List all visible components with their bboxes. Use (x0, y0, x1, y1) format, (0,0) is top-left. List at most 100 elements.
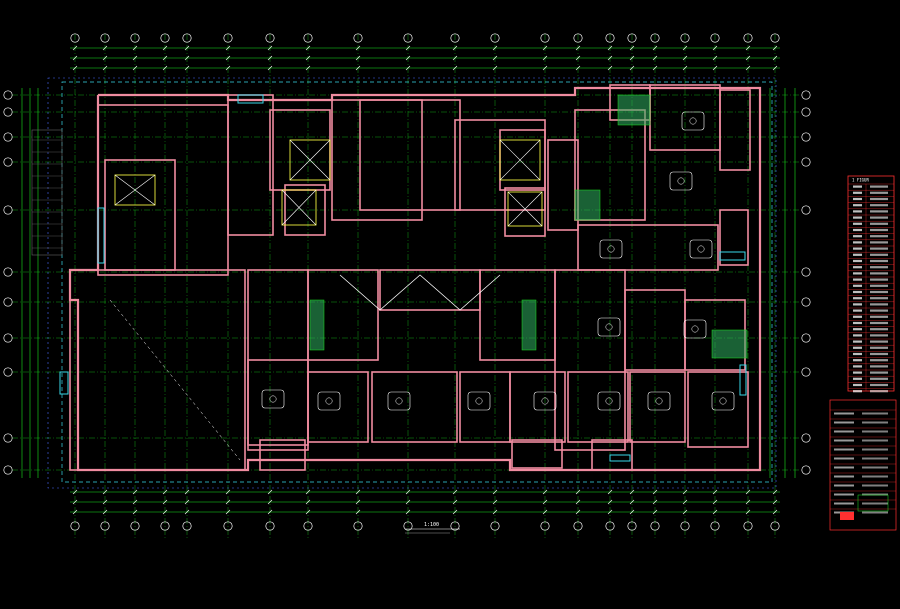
room-wall (284, 184, 326, 236)
legend-row-code (853, 259, 862, 263)
room-wall (687, 371, 749, 448)
fixture (683, 319, 707, 339)
dimension-tick (102, 509, 108, 515)
fixture-detail (607, 245, 615, 253)
dimension-tick (72, 45, 78, 51)
title-block-text (834, 412, 854, 415)
axis-bubble-bottom (540, 521, 550, 531)
dimension-tick (452, 45, 458, 51)
axis-bubble-top (573, 33, 583, 43)
dimension-tick (267, 509, 273, 515)
dimension-tick (607, 55, 613, 61)
title-block-text (862, 466, 888, 469)
axis-bubble-right (801, 433, 811, 443)
dimension-tick (405, 55, 411, 61)
dimension-tick (102, 65, 108, 71)
axis-bubble-bottom (573, 521, 583, 531)
legend-row-code (853, 365, 862, 368)
title-block-text (834, 457, 854, 460)
fixture (689, 239, 713, 259)
title-block-text (834, 502, 854, 505)
dimension-tick (225, 45, 231, 51)
axis-bubble-bottom (605, 521, 615, 531)
title-block-text (862, 430, 888, 433)
dimension-tick (72, 499, 78, 505)
axis-bubble-left (3, 267, 13, 277)
title-block-text (862, 475, 888, 478)
stair-core (114, 174, 156, 206)
dimension-tick (132, 509, 138, 515)
title-block-text (862, 502, 888, 505)
title-block-text (862, 484, 888, 487)
legend-row-value (870, 365, 888, 368)
legend-row-value (870, 321, 888, 325)
window-marker (237, 94, 264, 104)
axis-bubble-bottom (403, 521, 413, 531)
legend-row-value (870, 297, 888, 300)
core-cross (281, 189, 317, 226)
hatched-area (617, 94, 651, 126)
legend-row-value (870, 352, 888, 356)
legend-row-value (870, 266, 888, 269)
dimension-tick (629, 499, 635, 505)
title-block-text (834, 466, 854, 469)
dimension-tick (772, 65, 778, 71)
legend-row-code (853, 334, 862, 337)
window-marker (97, 207, 105, 264)
dimension-tick (102, 489, 108, 495)
axis-bubble-right (801, 90, 811, 100)
room-wall (504, 187, 546, 237)
dimension-tick (772, 45, 778, 51)
dimension-tick (355, 499, 361, 505)
dimension-tick (629, 65, 635, 71)
dimension-tick (132, 45, 138, 51)
legend-row-code (853, 359, 862, 362)
room-wall (307, 269, 379, 361)
fixture (533, 391, 557, 411)
legend-row-value (870, 259, 888, 263)
dimension-tick (745, 45, 751, 51)
legend-row-code (853, 328, 862, 331)
legend-row-value (870, 359, 888, 362)
axis-bubble-top (540, 33, 550, 43)
dimension-tick (772, 499, 778, 505)
drawing-scale-label: 1:100 (424, 522, 439, 528)
room-wall (307, 371, 369, 443)
legend-row-value (870, 253, 888, 256)
dimension-tick (682, 499, 688, 505)
dimension-tick (575, 65, 581, 71)
dimension-tick (682, 55, 688, 61)
axis-bubble-right (801, 465, 811, 475)
dimension-tick (492, 499, 498, 505)
stair-core (281, 189, 317, 226)
dimension-tick (72, 489, 78, 495)
dimension-tick (452, 55, 458, 61)
dimension-tick (452, 509, 458, 515)
axis-bubble-top (627, 33, 637, 43)
fixture-detail (605, 397, 613, 405)
legend-row-value (870, 272, 888, 275)
dimension-tick (745, 499, 751, 505)
title-block-text (862, 493, 888, 496)
axis-bubble-bottom (265, 521, 275, 531)
dimension-tick (405, 509, 411, 515)
dimension-tick (355, 509, 361, 515)
dimension-tick (267, 45, 273, 51)
title-block-frame (829, 399, 897, 531)
legend-row-code (853, 235, 862, 238)
dimension-tick (305, 55, 311, 61)
legend-row-value (870, 210, 888, 213)
dimension-tick (652, 45, 658, 51)
dimension-tick (629, 45, 635, 51)
dimension-tick (652, 509, 658, 515)
legend-table-rows (848, 183, 894, 393)
legend-row-value (870, 290, 888, 294)
axis-bubble-bottom (450, 521, 460, 531)
axis-bubble-bottom (160, 521, 170, 531)
axis-bubble-left (3, 205, 13, 215)
dimension-lines (21, 45, 796, 534)
dimension-tick (267, 489, 273, 495)
dimension-tick (542, 509, 548, 515)
room-wall (719, 209, 749, 266)
